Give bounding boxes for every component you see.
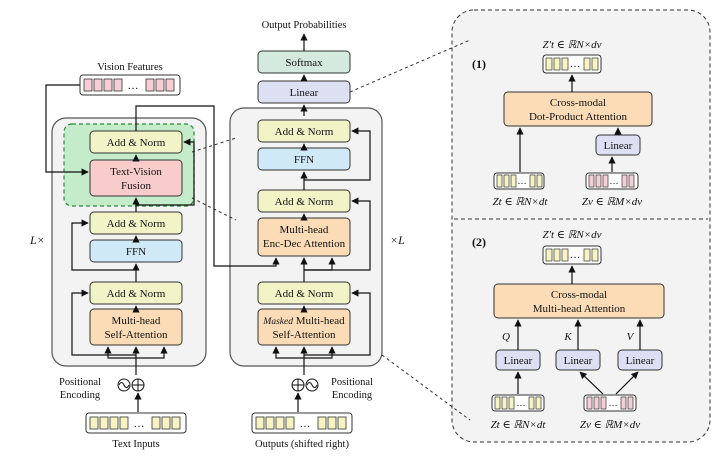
output-probabilities-label: Output Probabilities	[262, 20, 347, 31]
panel1-attn-label-2: Dot-Product Attention	[529, 111, 628, 123]
decoder-pos-enc-label-1: Positional	[331, 377, 373, 388]
text-input-tokens: …	[85, 412, 187, 434]
encoder-ffn-label: FFN	[126, 246, 146, 258]
top-linear-label: Linear	[290, 87, 319, 99]
encoder-mhsa-label-1: Multi-head	[112, 315, 161, 327]
panel1-zv-tokens: …	[585, 172, 639, 190]
svg-text:…: …	[128, 80, 139, 92]
panel2-output-label: Z′t ∈ ℝN×dv	[542, 229, 601, 241]
encdec-label-1: Multi-head	[280, 224, 329, 236]
vision-features-label: Vision Features	[97, 62, 163, 73]
encoder-pos-enc-label-2: Encoding	[60, 390, 101, 401]
svg-text:…: …	[570, 58, 581, 70]
softmax-label: Softmax	[285, 57, 323, 69]
panel2-v-label: V	[627, 331, 635, 343]
svg-text:…: …	[300, 418, 311, 430]
panel2-attn-label-2: Multi-head Attention	[533, 303, 626, 315]
panel2-output-tokens: …	[542, 245, 602, 265]
decoder-positional-encoding-icon	[291, 378, 319, 392]
svg-text:…: …	[134, 418, 145, 430]
decoder-ffn-label: FFN	[294, 154, 314, 166]
panel1-tag: (1)	[472, 57, 486, 71]
decoder-pos-enc-label-2: Encoding	[332, 390, 373, 401]
encoder-add-norm-bottom-label: Add & Norm	[107, 288, 166, 300]
decoder-add-norm-top-label: Add & Norm	[275, 126, 334, 138]
svg-text:…: …	[610, 176, 619, 186]
svg-text:…: …	[570, 249, 581, 261]
svg-text:…: …	[518, 176, 527, 186]
panel2-attn-label-1: Cross-modal	[551, 289, 607, 301]
encoder-add-norm-mid-label: Add & Norm	[107, 218, 166, 230]
panel2-zv-label: Zv ∈ ℝM×dv	[580, 419, 640, 431]
masked-attention-label-1: Masked Multi-head	[262, 315, 345, 327]
panel1-zt-label: Zt ∈ ℝN×dt	[493, 196, 549, 208]
decoder-add-norm-top	[257, 119, 351, 143]
panel2-zt-tokens: …	[491, 394, 545, 412]
svg-text:…: …	[609, 398, 618, 408]
decoder-add-norm-mid-label: Add & Norm	[275, 196, 334, 208]
svg-text:…: …	[517, 398, 526, 408]
outputs-shifted-label: Outputs (shifted right)	[255, 439, 349, 450]
detail-panel	[451, 9, 711, 443]
panel1-zt-tokens: …	[493, 172, 545, 190]
encoder-repeat-label: L×	[29, 233, 45, 247]
panel1-dot-product-attention-block	[503, 91, 653, 127]
encdec-label-2: Enc-Dec Attention	[263, 238, 346, 250]
panel1-output-label: Z′t ∈ ℝN×dv	[542, 39, 601, 51]
panel2-linear-k-label: Linear	[564, 355, 593, 367]
panel2-linear-q-label: Linear	[504, 355, 533, 367]
text-inputs-label: Text Inputs	[112, 439, 159, 450]
panel1-output-tokens: …	[542, 54, 602, 74]
vision-feature-tokens: …	[79, 74, 181, 96]
panel1-linear-label: Linear	[604, 140, 633, 152]
fusion-label-1: Text-Vision	[110, 166, 162, 178]
panel2-linear-v-label: Linear	[626, 355, 655, 367]
encoder-mhsa-label-2: Self-Attention	[105, 329, 168, 341]
panel2-q-label: Q	[502, 331, 510, 343]
encoder-positional-encoding-icon	[117, 378, 145, 392]
masked-attention-label-2: Self-Attention	[273, 329, 336, 341]
panel2-zt-label: Zt ∈ ℝN×dt	[491, 419, 547, 431]
decoder-add-norm-bottom-label: Add & Norm	[275, 288, 334, 300]
output-shifted-tokens: …	[251, 412, 353, 434]
decoder-repeat-label: ×L	[390, 233, 405, 247]
panel2-zv-tokens: …	[583, 394, 637, 412]
panel2-tag: (2)	[472, 235, 486, 249]
encoder-pos-enc-label-1: Positional	[59, 377, 101, 388]
panel1-attn-label-1: Cross-modal	[550, 97, 606, 109]
panel1-zv-label: Zv ∈ ℝM×dv	[582, 196, 642, 208]
encoder-add-norm-top-label: Add & Norm	[107, 137, 166, 149]
panel2-k-label: K	[563, 331, 572, 343]
fusion-label-2: Fusion	[121, 180, 151, 192]
panel2-multihead-attention-block	[493, 283, 665, 319]
